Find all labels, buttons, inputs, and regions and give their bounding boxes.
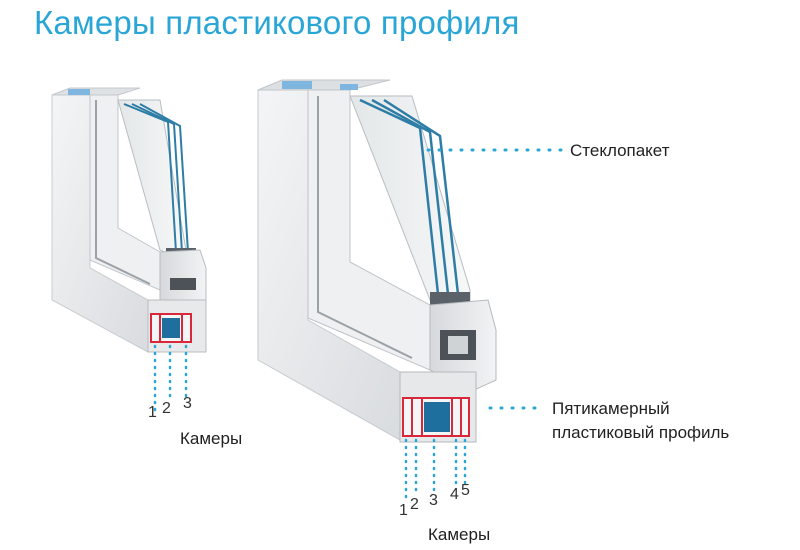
large-chamber-number: 2 [410, 496, 419, 513]
large-window-chamber-leaders [404, 438, 467, 502]
large-chamber-number: 5 [461, 482, 470, 499]
small-chamber-number: 3 [183, 395, 192, 412]
profile-label-line2: пластиковый профиль [552, 423, 730, 442]
large-chamber-number: 1 [399, 502, 408, 519]
page-title: Камеры пластикового профиля [34, 4, 520, 41]
profile-label-line1: Пятикамерный [552, 399, 670, 418]
small-window-chamber-leaders [153, 344, 188, 412]
large-chamber-number: 3 [429, 492, 438, 509]
small-chamber-number: 1 [148, 404, 157, 421]
large-chambers-label: Камеры [428, 525, 491, 544]
large-window-profile [257, 79, 497, 443]
large-chamber-number: 4 [450, 486, 459, 503]
small-chamber-number: 2 [162, 400, 171, 417]
small-chambers-label: Камеры [180, 429, 243, 448]
glass-unit-label: Стеклопакет [570, 141, 670, 160]
small-window-profile [51, 87, 207, 353]
